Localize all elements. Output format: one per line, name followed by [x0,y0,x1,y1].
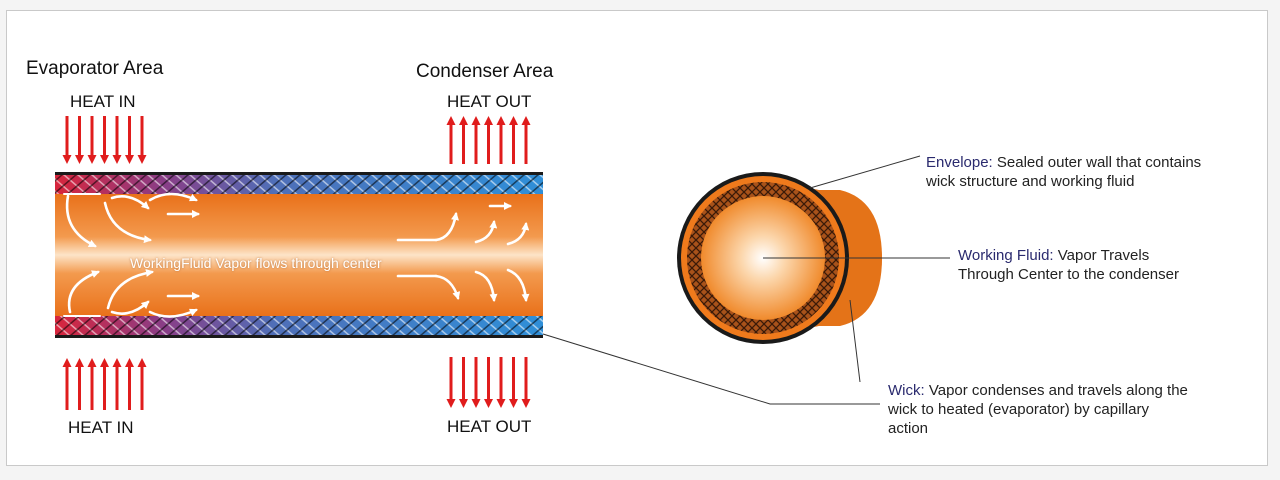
heat-arrow-icon [125,358,134,410]
heat-arrow-icon [496,116,506,164]
leader-lines [542,155,950,405]
heat-in-bottom-label: HEAT IN [68,418,134,437]
wick-term: Wick: [888,382,925,399]
working-fluid-term: Working Fluid: [958,247,1054,264]
heat-arrow-icon [509,357,518,408]
heat-arrow-icon [75,116,84,164]
wick-callout: Wick: Vapor condenses and travels along … [888,381,1188,438]
heat-arrow-icon [112,358,122,410]
wick-desc-line3: action [888,420,929,437]
heat-arrow-icon [87,358,97,410]
heat-arrow-icon [62,116,72,164]
vapor-channel [55,194,543,316]
heat-arrow-icon [484,116,493,164]
heat-in-bottom-arrows [62,358,147,410]
wick-desc-line2: wick to heated (evaporator) by capillary [888,401,1149,418]
heat-arrow-icon [496,357,506,408]
flow-arrows [63,192,530,318]
heat-out-bottom-label: HEAT OUT [447,417,532,436]
heat-arrow-icon [100,116,109,164]
heat-arrow-icon [459,357,468,408]
heat-arrow-icon [100,358,109,410]
heat-arrow-icon [62,358,72,410]
heat-arrow-icon [459,116,468,164]
envelope-callout: Envelope: Sealed outer wall that contain… [926,153,1201,191]
heat-arrow-icon [509,116,518,164]
heat-arrow-icon [125,116,134,164]
heat-out-bottom-arrows [446,357,531,408]
heat-arrow-icon [446,357,456,408]
working-fluid-desc-line1: Vapor Travels [1053,247,1150,264]
working-fluid-desc-line2: Through Center to the condenser [958,266,1179,283]
condenser-area-label: Condenser Area [416,61,554,82]
envelope-desc-line1: Sealed outer wall that contains [992,154,1202,171]
evaporator-area-label: Evaporator Area [26,58,164,79]
heat-out-top-label: HEAT OUT [447,92,532,111]
envelope-term: Envelope: [926,154,993,171]
heat-in-top-label: HEAT IN [70,92,136,111]
heat-in-top-arrows [62,116,147,164]
working-fluid-callout: Working Fluid: Vapor Travels Through Cen… [958,246,1179,284]
heat-arrow-icon [471,357,481,408]
heat-arrow-icon [521,116,531,164]
heat-arrow-icon [471,116,481,164]
envelope-desc-line2: wick structure and working fluid [926,173,1135,190]
heat-arrow-icon [75,358,84,410]
heat-arrow-icon [446,116,456,164]
heat-arrow-icon [137,358,147,410]
heat-arrow-icon [87,116,97,164]
wick-desc-line1: Vapor condenses and travels along the [924,382,1188,399]
heat-arrow-groups [62,116,531,410]
heat-arrow-icon [521,357,531,408]
heat-arrow-icon [137,116,147,164]
heat-out-top-arrows [446,116,531,164]
heat-arrow-icon [112,116,122,164]
pipe-center-label: WorkingFluid Vapor flows through center [130,255,382,271]
heat-arrow-icon [484,357,493,408]
